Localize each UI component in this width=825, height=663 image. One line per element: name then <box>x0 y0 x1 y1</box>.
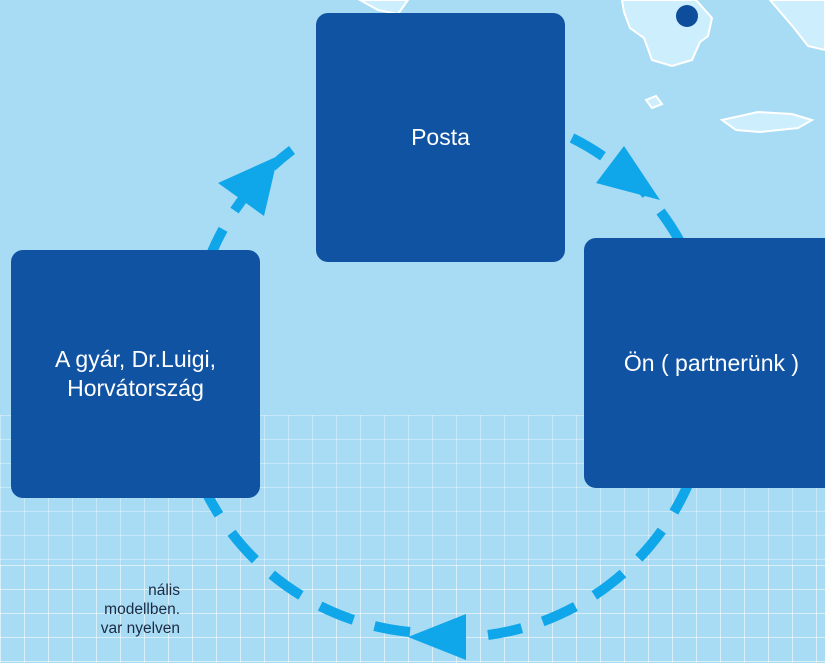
caption-line: nális <box>148 582 180 599</box>
node-factory: A gyár, Dr.Luigi, Horvátország <box>11 250 260 498</box>
node-partner-label: Ön ( partnerünk ) <box>623 349 800 376</box>
node-posta: Posta <box>316 13 565 262</box>
node-posta-label: Posta <box>411 124 470 150</box>
caption-line: var nyelven <box>100 620 180 637</box>
arrow-head-left <box>218 156 278 216</box>
caption-line: modellben. <box>104 601 180 618</box>
arrow-head-bottom <box>408 614 466 660</box>
node-factory-label: A gyár, Dr.Luigi, Horvátország <box>54 346 217 401</box>
background-grid <box>0 565 825 663</box>
node-partner: Ön ( partnerünk ) <box>584 238 825 488</box>
arrow-head-right <box>596 146 660 200</box>
caption-text: nális modellben. var nyelven <box>0 581 180 663</box>
location-dot <box>676 5 698 27</box>
